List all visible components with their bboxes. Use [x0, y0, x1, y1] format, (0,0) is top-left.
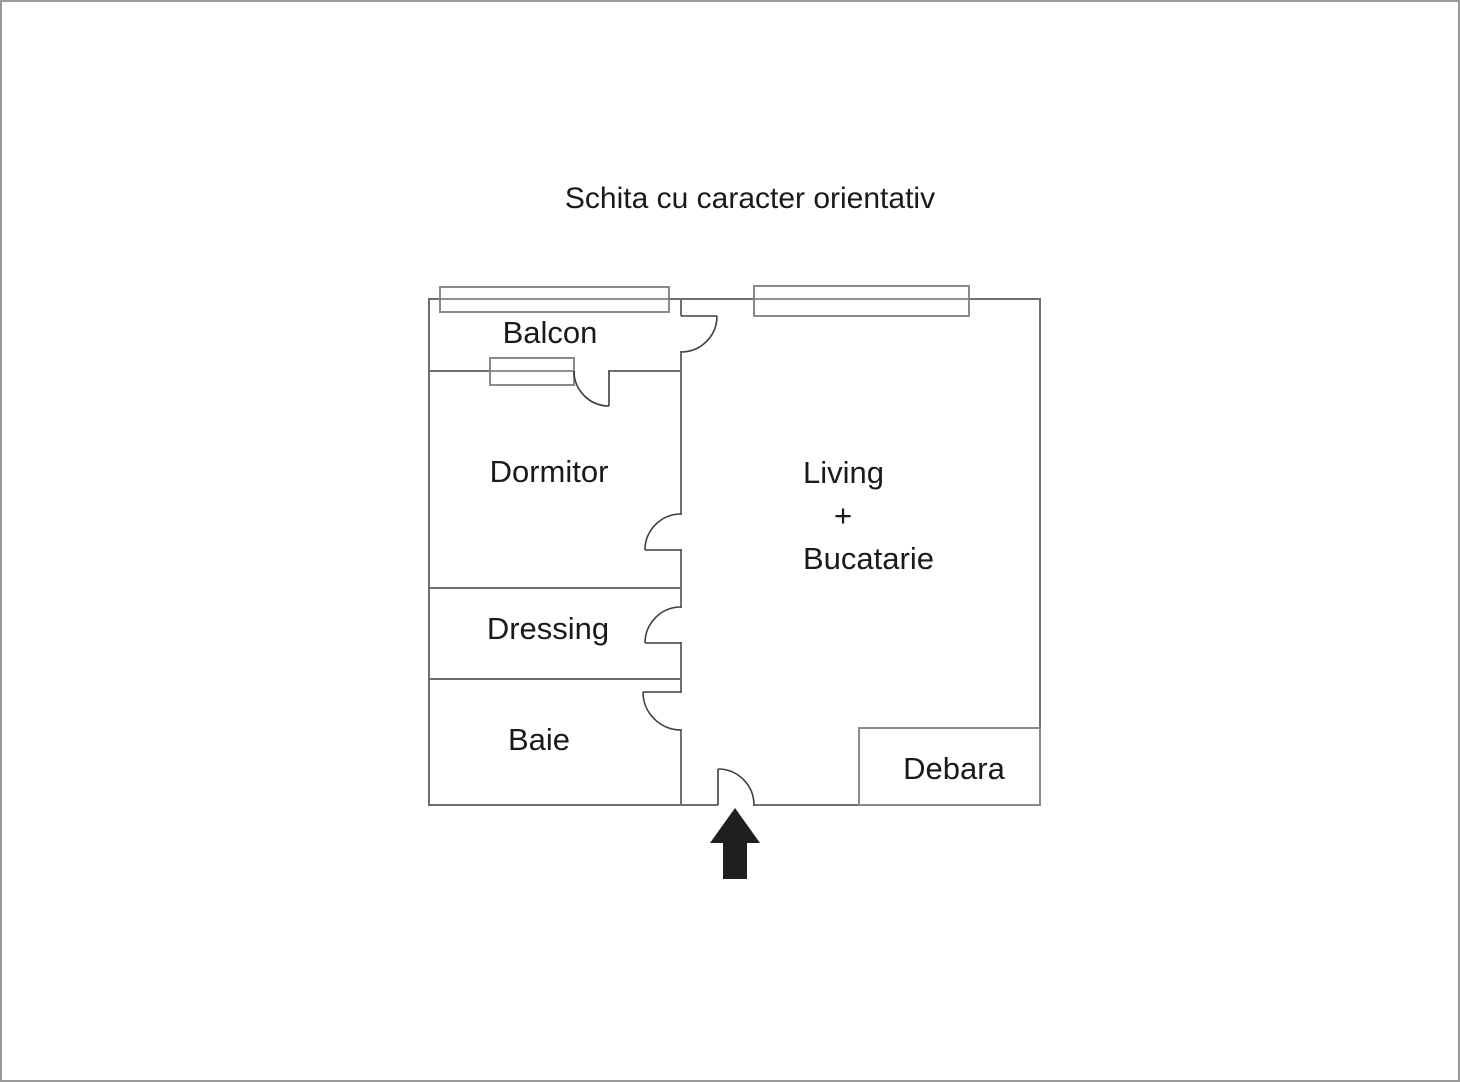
debara-closet-outline [858, 727, 1041, 806]
room-label-living-bucatarie: Living + Bucatarie [803, 451, 934, 580]
balcon-dormitor-door-arc [573, 370, 610, 407]
room-label-balcon: Balcon [502, 315, 598, 350]
room-label-baie: Baie [507, 722, 571, 757]
living-window-icon [753, 285, 970, 317]
room-label-dressing: Dressing [486, 611, 610, 646]
balcon-window-icon [439, 286, 670, 313]
living-label-plus: + [834, 498, 853, 533]
room-label-debara: Debara [903, 751, 1005, 786]
baie-door-arc [642, 691, 682, 731]
dormitor-door-arc [644, 513, 682, 551]
entrance-arrow-icon [710, 808, 760, 879]
living-label-line1: Living [803, 455, 884, 490]
entrance-door-arc [717, 768, 755, 806]
balcon-living-door-arc [680, 315, 718, 353]
dressing-door-arc [644, 606, 682, 644]
living-label-line3: Bucatarie [803, 541, 934, 576]
sketch-title: Schita cu caracter orientativ [564, 182, 936, 215]
dormitor-window-icon [489, 357, 575, 386]
room-label-dormitor: Dormitor [489, 454, 609, 489]
